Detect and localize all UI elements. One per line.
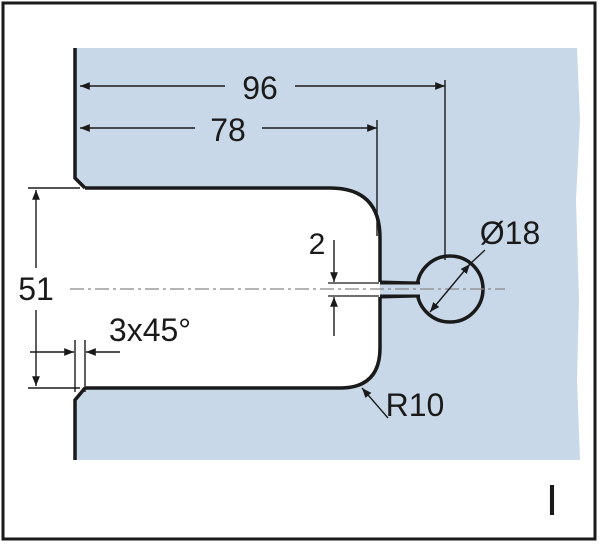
dimension-96-label: 96 [242,70,278,106]
dimension-diameter-label: Ø18 [480,215,540,251]
dimension-radius: R10 [361,387,445,423]
dimension-slot: 2 [309,228,379,336]
dimension-51: 51 [18,187,80,389]
cutout-outline [85,186,382,390]
dimension-slot-label: 2 [309,228,326,261]
dimension-diameter: Ø18 [429,215,540,313]
dimension-radius-label: R10 [386,387,445,423]
glass-edge-lower [73,386,87,460]
dimension-51-label: 51 [18,271,54,307]
dimension-chamfer-label: 3x45° [109,312,191,348]
dimension-chamfer: 3x45° [30,312,191,392]
dimension-96: 96 [80,70,446,260]
glass-edge-upper [73,48,87,190]
dimension-78: 78 [80,112,378,236]
dimension-78-label: 78 [210,112,246,148]
view-marker: I [546,476,558,525]
glass-panel [75,48,580,460]
